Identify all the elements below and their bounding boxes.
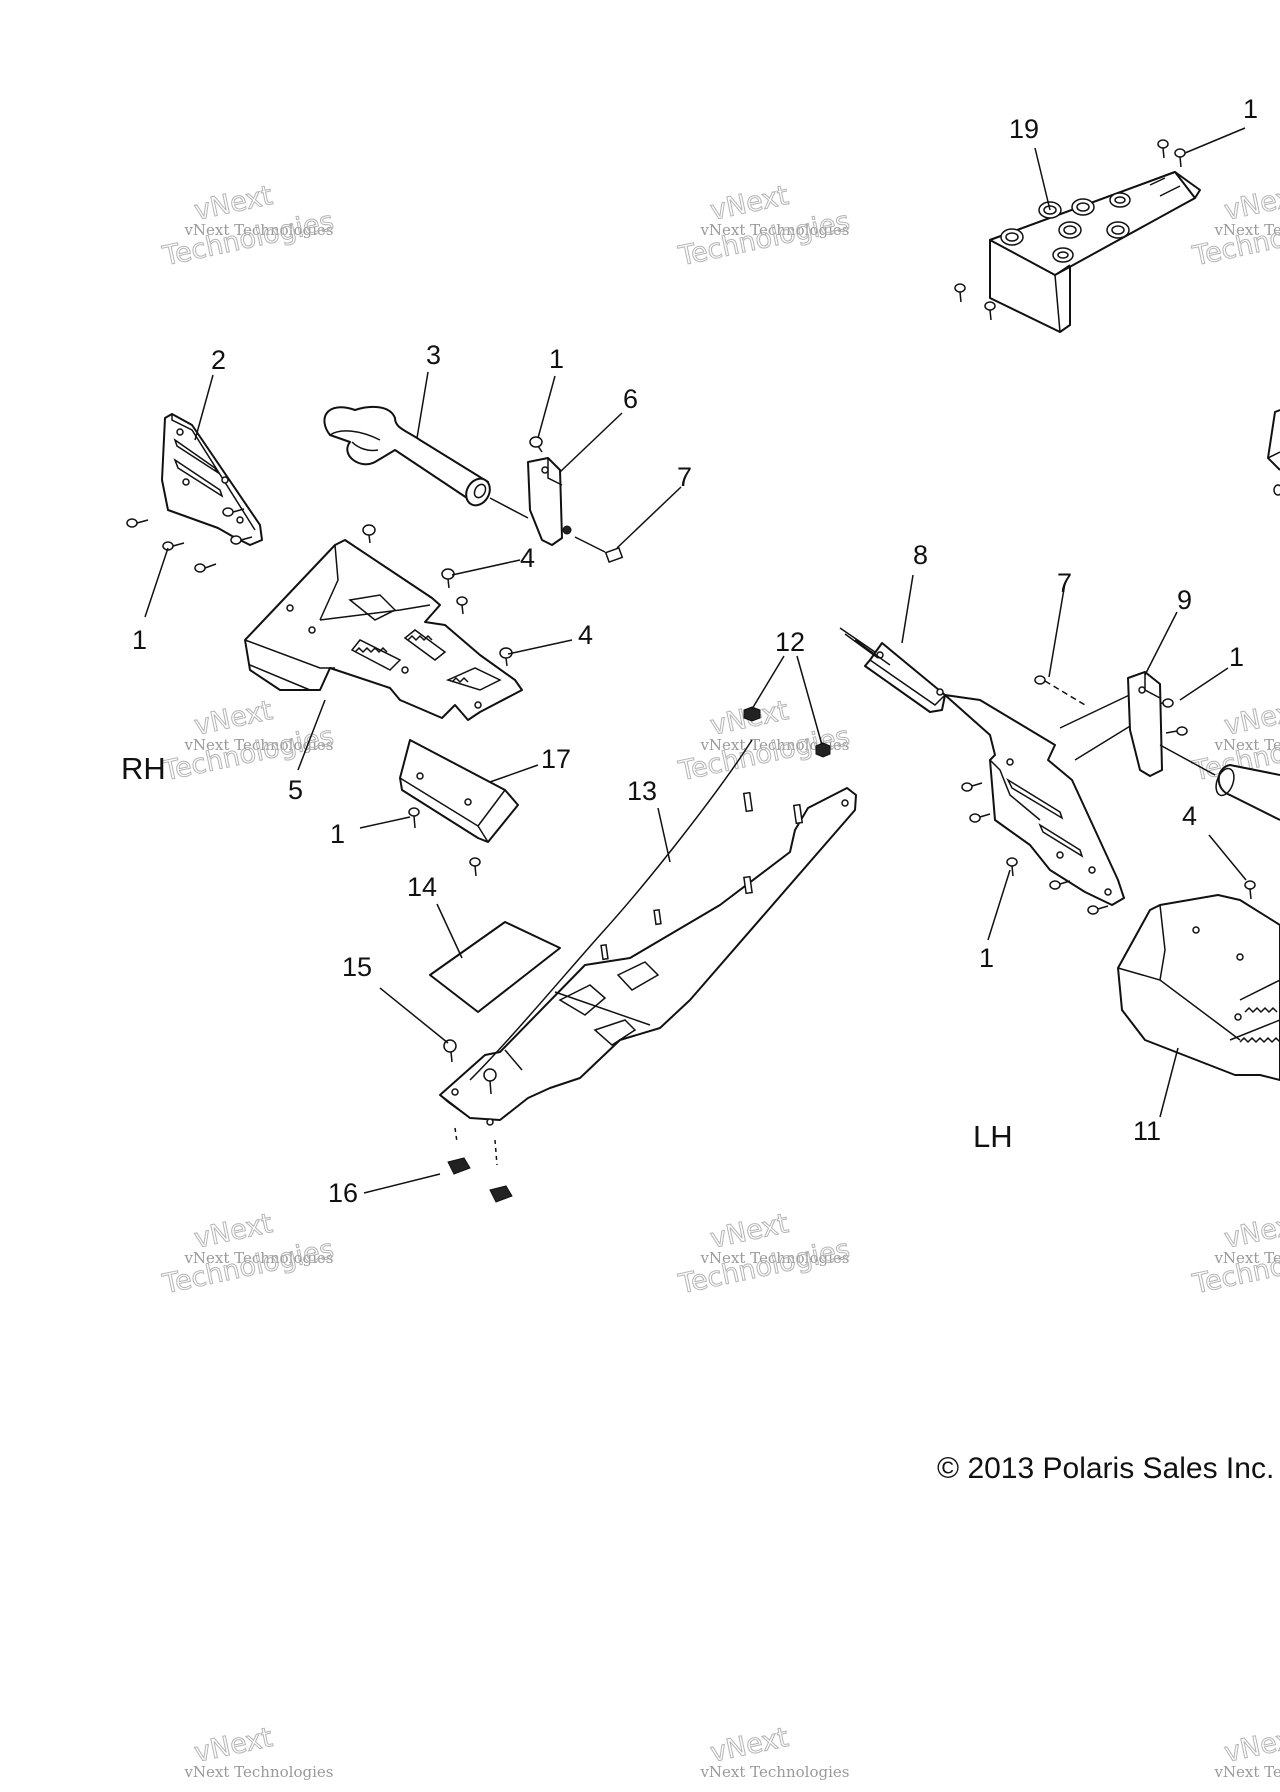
callout-12: 12: [775, 627, 805, 657]
callout-numbers: 1 19 2 3 1 6 7 1 4 4 5 17 1 13 12 14 15 …: [132, 94, 1258, 1208]
svg-text:vNext Technologies: vNext Technologies: [1213, 1763, 1280, 1781]
watermark: vNext vNext Technologies Technologies: [159, 180, 337, 273]
callout-1: 1: [132, 625, 147, 655]
callout-16: 16: [328, 1178, 358, 1208]
part-6-bracket: [527, 457, 572, 546]
svg-text:vNext Technologies: vNext Technologies: [183, 221, 333, 239]
callout-3: 3: [426, 340, 441, 370]
callout-1: 1: [549, 344, 564, 374]
svg-text:vNext Technologies: vNext Technologies: [183, 736, 333, 754]
part-9-bracket: [1127, 671, 1163, 777]
traction-teeth: [354, 634, 469, 684]
svg-text:vNext: vNext: [1222, 1208, 1280, 1255]
watermark: vNext vNext Technologies Technologies: [159, 1208, 337, 1301]
callout-1: 1: [979, 943, 994, 973]
callout-1: 1: [330, 819, 345, 849]
svg-text:vNext: vNext: [192, 1722, 276, 1769]
cable: [469, 739, 753, 1081]
callout-17: 17: [541, 744, 571, 774]
svg-text:vNext Technologies: vNext Technologies: [1213, 736, 1280, 754]
part-17-bracket: [399, 739, 519, 843]
leader-lines: [144, 127, 1247, 1194]
part-3-tube-handle: [323, 405, 529, 519]
part-14-decal: [429, 921, 561, 1013]
watermark: vNext vNext Technologies Technologies: [675, 180, 853, 273]
part-lh-tube-fragment: [1159, 744, 1280, 821]
rh-label: RH: [121, 751, 166, 786]
callout-1: 1: [1229, 642, 1244, 672]
callout-4: 4: [578, 620, 593, 650]
svg-text:vNext Technologies: vNext Technologies: [183, 1249, 333, 1267]
part-5-rh-footrest: [244, 539, 523, 721]
lh-label: LH: [973, 1119, 1013, 1154]
bolt-icon: [954, 139, 1186, 321]
part-16-clips: [447, 1127, 513, 1203]
callout-4: 4: [1182, 801, 1197, 831]
bolt-icon: [443, 706, 831, 1095]
callout-1: 1: [1243, 94, 1258, 124]
bolt-icon: [961, 675, 1256, 915]
callout-2: 2: [211, 345, 226, 375]
svg-text:vNext: vNext: [1222, 1722, 1280, 1769]
watermarks: vNext vNext Technologies Technologies vN…: [159, 180, 1280, 1781]
callout-5: 5: [288, 775, 303, 805]
watermark: vNext vNext Technologies: [183, 1722, 333, 1781]
bolt-icon: [529, 436, 624, 564]
watermark: vNext vNext Technologies Technologies: [1189, 180, 1280, 273]
callout-9: 9: [1177, 585, 1192, 615]
callout-14: 14: [407, 872, 437, 902]
callout-7: 7: [1057, 568, 1072, 598]
copyright-notice: © 2013 Polaris Sales Inc.: [937, 1452, 1274, 1485]
part-lh-mount-bracket: [944, 689, 1141, 906]
watermark: vNext vNext Technologies: [1213, 1722, 1280, 1781]
watermark: vNext vNext Technologies Technologies: [675, 695, 853, 788]
svg-text:vNext: vNext: [1222, 180, 1280, 227]
part-19-heat-shield: [989, 171, 1201, 333]
callout-8: 8: [913, 540, 928, 570]
watermark: vNext vNext Technologies Technologies: [1189, 1208, 1280, 1301]
svg-text:vNext Technologies: vNext Technologies: [699, 221, 849, 239]
callout-15: 15: [342, 952, 372, 982]
svg-text:vNext Technologies: vNext Technologies: [699, 1249, 849, 1267]
part-edge-fragment: [1267, 409, 1280, 496]
part-13-floor-panel: [439, 787, 857, 1126]
svg-text:vNext: vNext: [1222, 695, 1280, 742]
svg-text:vNext Technologies: vNext Technologies: [699, 1763, 849, 1781]
part-8-lh-bracket: [839, 627, 946, 713]
watermark: vNext vNext Technologies Technologies: [159, 695, 337, 788]
svg-text:vNext Technologies: vNext Technologies: [183, 1763, 333, 1781]
part-11-lh-footrest: [1117, 894, 1280, 1081]
watermark: vNext vNext Technologies: [699, 1722, 849, 1781]
svg-text:vNext Technologies: vNext Technologies: [699, 736, 849, 754]
svg-text:vNext Technologies: vNext Technologies: [1213, 221, 1280, 239]
svg-text:vNext: vNext: [708, 1722, 792, 1769]
bolt-icon: [408, 807, 481, 877]
svg-text:vNext Technologies: vNext Technologies: [1213, 1249, 1280, 1267]
callout-6: 6: [623, 384, 638, 414]
callout-7: 7: [677, 462, 692, 492]
part-2-rh-bracket: [161, 413, 263, 546]
callout-11: 11: [1133, 1116, 1161, 1146]
callout-13: 13: [627, 776, 657, 806]
callout-4: 4: [520, 543, 535, 573]
watermark: vNext vNext Technologies Technologies: [675, 1208, 853, 1301]
bolt-icon: [126, 507, 253, 573]
callout-19: 19: [1009, 114, 1039, 144]
